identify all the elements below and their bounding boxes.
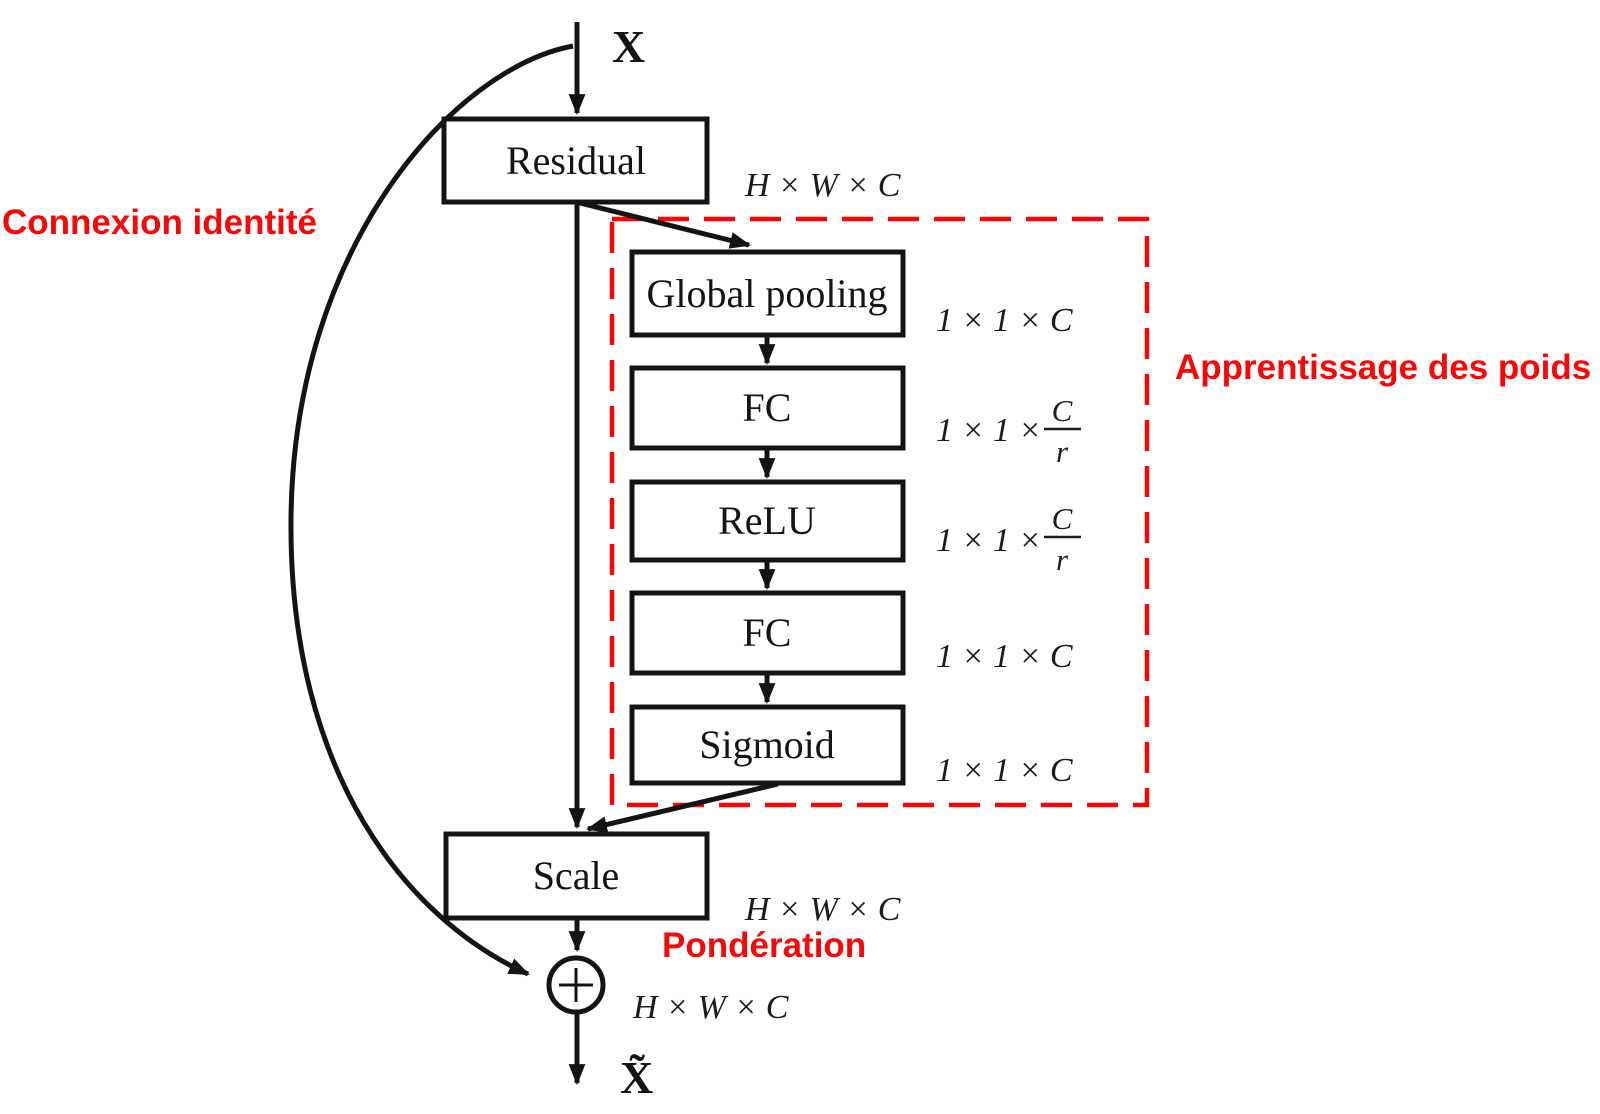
relu-node: ReLU	[629, 479, 906, 563]
fc2-node: FC	[629, 590, 906, 676]
sigmoid-out-dim: 1 × 1 × C	[936, 752, 1073, 789]
weight-learning-annotation: Apprentissage des poids	[1175, 348, 1591, 387]
fc1-out-dim-numerator: C	[1052, 393, 1073, 428]
identity-connection-curve	[288, 43, 574, 977]
global-pooling-label: Global pooling	[646, 271, 887, 316]
scale-box	[443, 831, 710, 921]
residual-out-dim: H × W × C	[744, 167, 901, 204]
scale-node: Scale	[443, 831, 710, 921]
fc1-out-dim: 1 × 1 × C r	[936, 393, 1081, 469]
residual-box	[441, 116, 710, 205]
relu-out-dim-prefix: 1 × 1 ×	[936, 522, 1041, 559]
scale-label: Scale	[533, 853, 620, 898]
fc1-out-dim-denominator: r	[1056, 434, 1069, 469]
sum-node	[546, 955, 606, 1015]
relu-box	[629, 479, 906, 563]
fc2-box	[629, 590, 906, 676]
global-pooling-out-dim: 1 × 1 × C	[936, 302, 1073, 339]
relu-out-dim: 1 × 1 × C r	[936, 501, 1081, 577]
residual-node: Residual	[441, 116, 710, 205]
global-pooling-box	[629, 249, 906, 338]
relu-label: ReLU	[718, 498, 816, 543]
residual-label: Residual	[506, 138, 646, 183]
fc2-label: FC	[743, 610, 792, 655]
sigmoid-box	[629, 704, 906, 786]
sigmoid-to-scale-arrow	[585, 781, 779, 833]
relu-out-dim-denominator: r	[1056, 542, 1069, 577]
residual-to-pooling-arrow	[579, 200, 752, 249]
sigmoid-node: Sigmoid	[629, 704, 906, 786]
weighting-annotation: Pondération	[662, 926, 866, 965]
identity-connection-annotation: Connexion identité	[2, 203, 317, 242]
output-label: X̃	[620, 1052, 653, 1103]
sigmoid-label: Sigmoid	[699, 722, 835, 767]
input-label: X	[612, 21, 645, 72]
sum-out-dim: H × W × C	[632, 989, 789, 1026]
fc1-label: FC	[743, 385, 792, 430]
relu-out-dim-numerator: C	[1052, 501, 1073, 536]
fc1-out-dim-prefix: 1 × 1 ×	[936, 412, 1041, 449]
fc1-node: FC	[629, 365, 906, 451]
fc2-out-dim: 1 × 1 × C	[936, 638, 1073, 675]
weight-learning-region	[609, 216, 1150, 808]
scale-out-dim: H × W × C	[744, 891, 901, 928]
fc1-box	[629, 365, 906, 451]
global-pooling-node: Global pooling	[629, 249, 906, 338]
